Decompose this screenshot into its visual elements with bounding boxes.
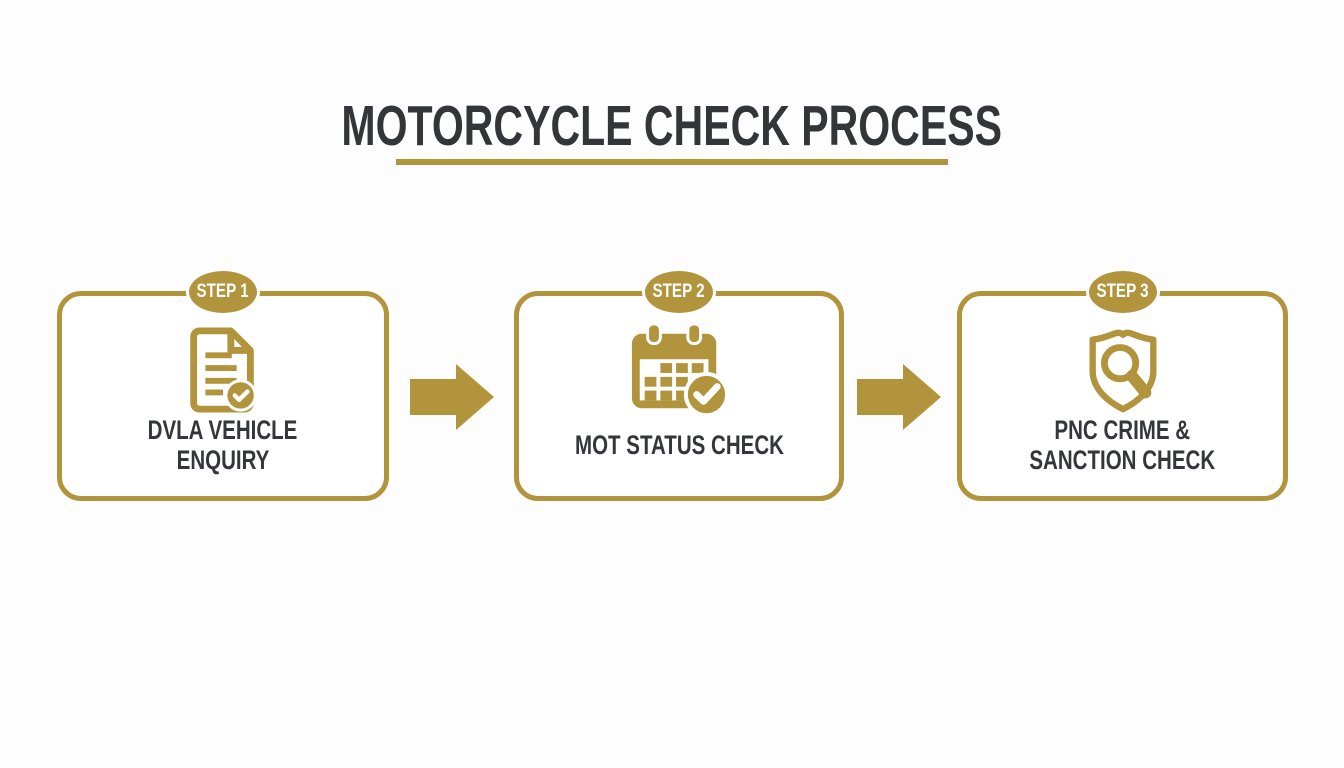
step-label-2: MOT STATUS CHECK: [519, 412, 839, 478]
step-badge-1-label: STEP 1: [196, 281, 250, 302]
right-arrow-icon: [857, 364, 941, 430]
step-label-3-line-2: SANCTION CHECK: [1029, 445, 1216, 475]
step-badge-2: STEP 2: [642, 268, 716, 316]
step-badge-2-label: STEP 2: [652, 281, 706, 302]
document-check-icon: [62, 318, 384, 422]
page-title: MOTORCYCLE CHECK PROCESS: [0, 96, 1344, 156]
step-box-2: STEP 2: [514, 268, 844, 501]
step-badge-1: STEP 1: [186, 268, 260, 316]
step-label-3-line-1: PNC CRIME &: [1054, 415, 1191, 445]
step-label-1-line-2: ENQUIRY: [176, 445, 270, 475]
step-badge-3-label: STEP 3: [1096, 281, 1149, 302]
step-label-1-line-1: DVLA VEHICLE: [148, 415, 298, 445]
step-label-1: DVLA VEHICLE ENQUIRY: [62, 412, 384, 478]
right-arrow-icon: [410, 364, 494, 430]
title-underline: [396, 159, 948, 165]
step-label-3: PNC CRIME & SANCTION CHECK: [962, 412, 1283, 478]
step-badge-3: STEP 3: [1085, 268, 1160, 316]
calendar-check-icon: [519, 318, 839, 422]
shield-search-icon: [962, 318, 1283, 422]
step-box-1: STEP 1 DVLA VEHICLE ENQUIRY: [57, 268, 389, 501]
step-label-2-line-1: MOT STATUS CHECK: [574, 430, 784, 460]
page-title-text: MOTORCYCLE CHECK PROCESS: [341, 94, 1003, 158]
step-box-3: STEP 3 PNC CRIME & SANCTION CHECK: [957, 268, 1288, 501]
